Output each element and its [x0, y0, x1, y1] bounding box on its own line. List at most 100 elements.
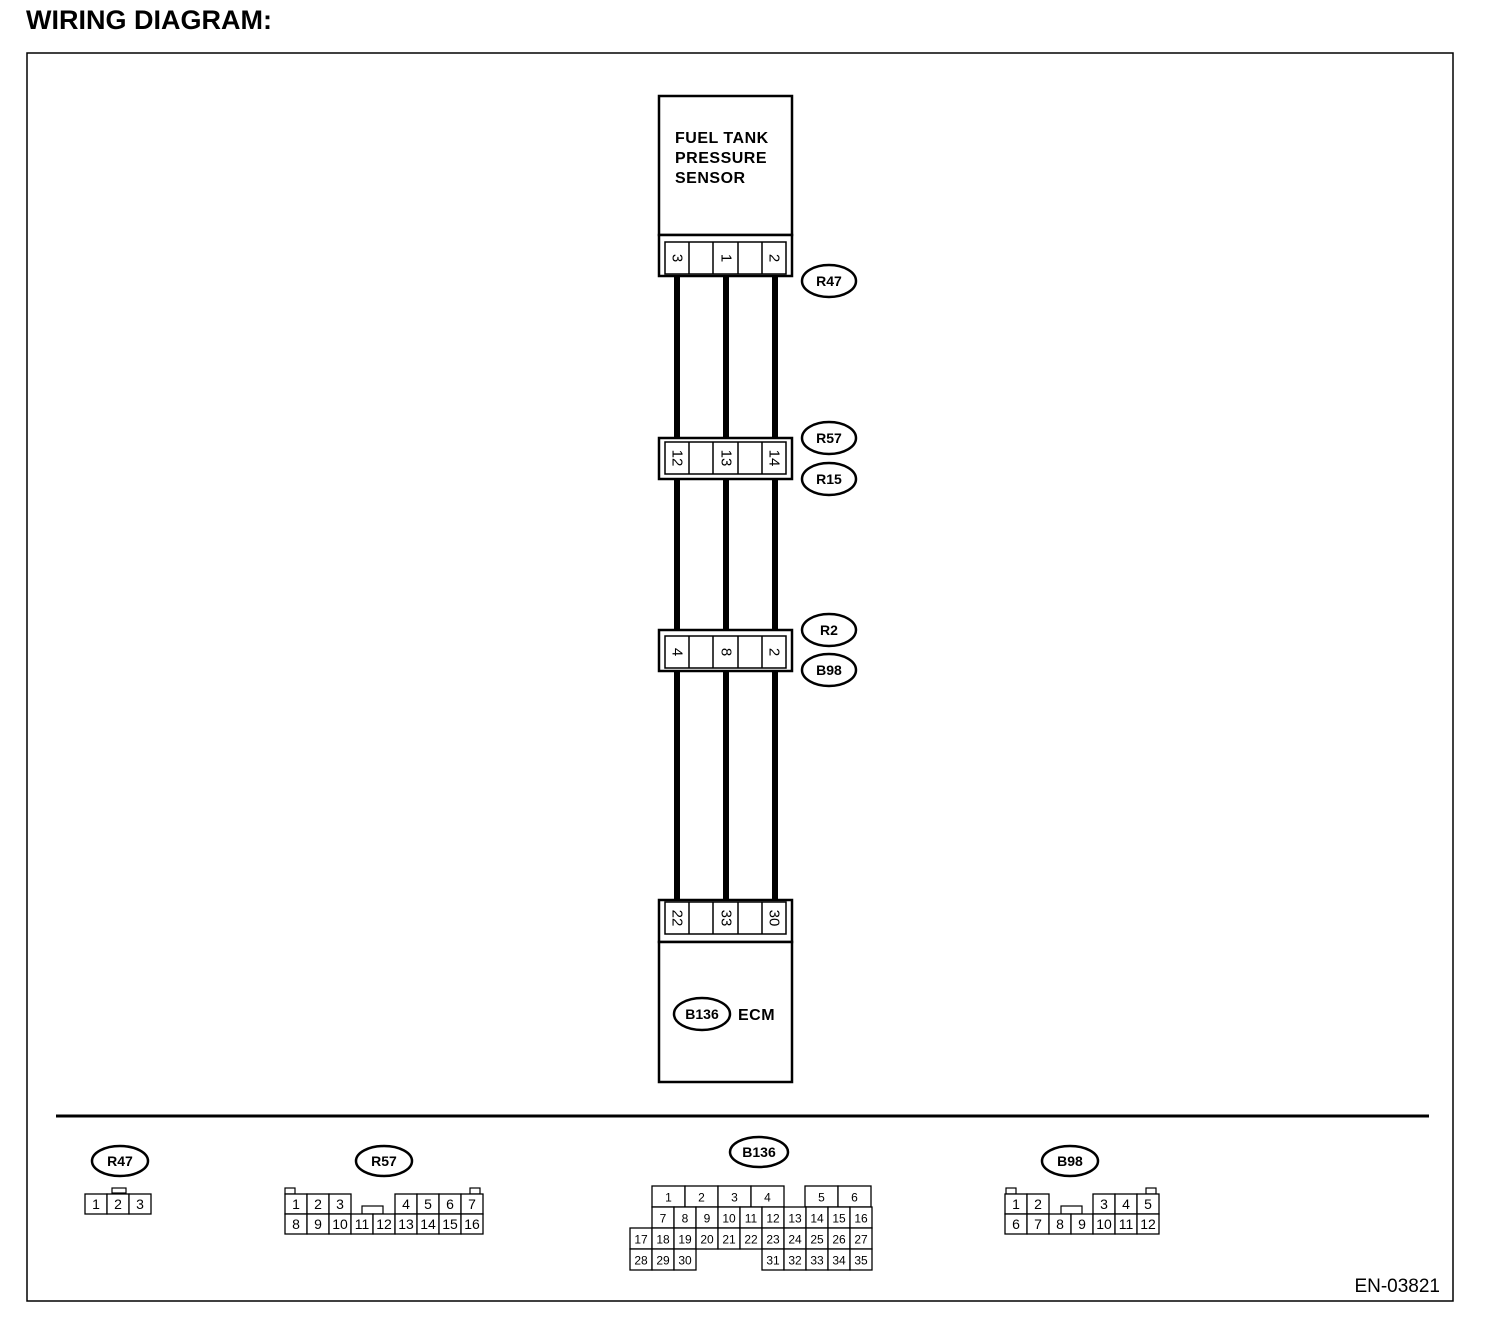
pin-number: 2	[1034, 1196, 1042, 1212]
pin-label: 1	[718, 254, 735, 262]
pin-number: 9	[1078, 1216, 1086, 1232]
pin-number: 16	[464, 1216, 480, 1232]
ecm-module: B136 ECM	[657, 940, 794, 1084]
pin-number: 8	[292, 1216, 300, 1232]
connector-id: R2	[820, 622, 838, 638]
pin-number: 18	[656, 1233, 670, 1247]
pin-number: 15	[832, 1212, 846, 1226]
pin-number: 25	[810, 1233, 824, 1247]
pin-number: 7	[1034, 1216, 1042, 1232]
pin-label: 14	[766, 450, 783, 467]
pin-number: 9	[704, 1212, 711, 1226]
figure-id: EN-03821	[1354, 1276, 1440, 1297]
pin-label: 2	[766, 254, 783, 262]
connector-r47-inline: 3 1 2	[657, 233, 794, 278]
connector-r2-b98-joint: 4 8 2	[657, 628, 794, 673]
pin-cell	[1136, 1213, 1160, 1235]
connector-id: B136	[685, 1006, 719, 1022]
pin-number: 6	[851, 1191, 858, 1205]
pin-number: 27	[854, 1233, 868, 1247]
pin-number: 33	[810, 1254, 824, 1268]
pin-number: 10	[722, 1212, 736, 1226]
pinout-id: R57	[371, 1153, 397, 1169]
pin-number: 4	[1122, 1196, 1130, 1212]
pin-number: 11	[355, 1216, 370, 1232]
connector-id-badge-b98: B98	[800, 652, 858, 688]
ecm-label: ECM	[738, 1007, 775, 1024]
pin-number: 4	[402, 1196, 410, 1212]
pin-label: 3	[669, 254, 686, 262]
pin-number: 10	[1096, 1216, 1112, 1232]
pin-label: 30	[766, 910, 783, 927]
page-title: WIRING DIAGRAM:	[26, 5, 272, 35]
pin-number: 7	[660, 1212, 667, 1226]
connector-id-badge-r47: R47	[800, 263, 858, 299]
pin-cell	[128, 1193, 152, 1215]
pin-cell	[673, 1248, 697, 1271]
connector-id-badge-b136	[672, 996, 732, 1032]
fuel-tank-pressure-sensor: FUEL TANK PRESSURE SENSOR	[657, 94, 794, 237]
sensor-label-line-1: FUEL TANK	[675, 130, 769, 147]
pin-cell	[460, 1213, 484, 1235]
pin-number: 16	[854, 1212, 868, 1226]
connector-id: R15	[816, 471, 842, 487]
pin-number: 32	[788, 1254, 802, 1268]
pin-number: 15	[442, 1216, 458, 1232]
pin-number: 8	[682, 1212, 689, 1226]
pin-number: 12	[1140, 1216, 1156, 1232]
connector-r57-r15-joint: 12 13 14	[657, 436, 794, 481]
connector-id: B98	[816, 662, 842, 678]
sensor-label-line-2: PRESSURE	[675, 150, 767, 167]
pin-number: 10	[332, 1216, 348, 1232]
pin-number: 29	[656, 1254, 670, 1268]
pin-number: 12	[766, 1212, 780, 1226]
pin-number: 17	[634, 1233, 648, 1247]
pin-cell	[849, 1248, 873, 1271]
pin-number: 13	[788, 1212, 802, 1226]
pin-number: 1	[92, 1196, 100, 1212]
pin-label: 2	[766, 648, 783, 656]
pin-number: 19	[678, 1233, 692, 1247]
pin-label: 12	[669, 450, 686, 467]
pin-number: 3	[731, 1191, 738, 1205]
diagram-frame	[26, 52, 1454, 1302]
pin-number: 30	[678, 1254, 692, 1268]
connector-id-badge-r2: R2	[800, 612, 858, 648]
pin-number: 5	[818, 1191, 825, 1205]
pinout-id: B136	[742, 1144, 776, 1160]
pin-number: 13	[398, 1216, 414, 1232]
pin-number: 7	[468, 1196, 476, 1212]
connector-id-badge-r57: R57	[800, 420, 858, 456]
pin-label: 8	[718, 648, 735, 656]
pin-number: 3	[336, 1196, 344, 1212]
pin-number: 4	[764, 1191, 771, 1205]
pin-number: 1	[1012, 1196, 1020, 1212]
pin-label: 4	[669, 648, 686, 656]
pin-number: 9	[314, 1216, 322, 1232]
connector-id: R57	[816, 430, 842, 446]
pin-number: 3	[136, 1196, 144, 1212]
pin-number: 2	[698, 1191, 705, 1205]
pin-number: 5	[1144, 1196, 1152, 1212]
pin-number: 8	[1056, 1216, 1064, 1232]
pin-number: 26	[832, 1233, 846, 1247]
pin-number: 21	[722, 1233, 736, 1247]
pin-number: 24	[788, 1233, 802, 1247]
pin-number: 3	[1100, 1196, 1108, 1212]
pin-number: 6	[1012, 1216, 1020, 1232]
pin-label: 22	[669, 910, 686, 927]
pin-number: 5	[424, 1196, 432, 1212]
pin-number: 34	[832, 1254, 846, 1268]
pin-number: 11	[1119, 1216, 1134, 1232]
pin-number: 1	[292, 1196, 300, 1212]
connector-id-badge-r15: R15	[800, 461, 858, 497]
pin-number: 12	[376, 1216, 392, 1232]
pin-number: 6	[446, 1196, 454, 1212]
pin-label: 13	[718, 450, 735, 467]
pin-number: 31	[766, 1254, 780, 1268]
pinout-id: B98	[1057, 1153, 1083, 1169]
